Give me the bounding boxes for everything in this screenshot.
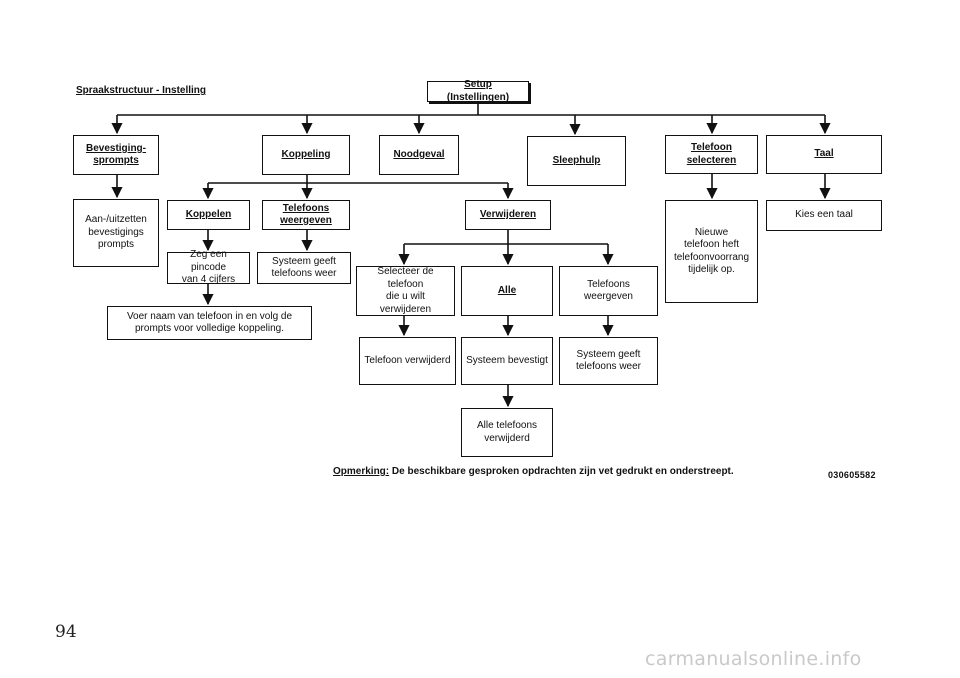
box-noodgeval: Noodgeval <box>379 135 459 175</box>
figure-code: 030605582 <box>828 470 876 480</box>
watermark: carmanualsonline.info <box>645 648 862 670</box>
box-telefoons-weergeven-2: Telefoons weergeven <box>559 266 658 316</box>
box-setup-root: Setup (Instellingen) <box>427 79 529 103</box>
footnote-text: De beschikbare gesproken opdrachten zijn… <box>389 466 734 477</box>
box-sleephulp: Sleephulp <box>527 136 626 186</box>
box-verwijderen: Verwijderen <box>465 200 551 230</box>
box-telefoons-weergeven-1: Telefoons weergeven <box>262 200 350 230</box>
box-kies-taal: Kies een taal <box>766 200 882 231</box>
box-zeg-pincode: Zeg een pincode van 4 cijfers <box>167 249 250 285</box>
box-koppelen: Koppelen <box>167 200 250 230</box>
box-selecteer-telefoon: Selecteer de telefoon die u wilt verwijd… <box>356 266 455 316</box>
box-telefoon-selecteren: Telefoon selecteren <box>665 135 758 174</box>
box-systeem-bevestigt: Systeem bevestigt <box>461 337 553 385</box>
box-koppeling: Koppeling <box>262 135 350 175</box>
box-bevestiging: Bevestiging- sprompts <box>73 135 159 175</box>
page-number: 94 <box>55 622 77 642</box>
box-systeem-geeft-1: Systeem geeft telefoons weer <box>257 252 351 284</box>
box-telefoon-verwijderd: Telefoon verwijderd <box>359 337 456 385</box>
footnote-label: Opmerking: <box>333 466 390 477</box>
box-taal: Taal <box>766 135 882 174</box>
box-aan-uitzetten: Aan-/uitzetten bevestigings prompts <box>73 199 159 267</box>
footnote: Opmerking: De beschikbare gesproken opdr… <box>333 466 734 477</box>
box-alle: Alle <box>461 266 553 316</box>
diagram-title: Spraakstructuur - Instelling <box>76 85 207 96</box>
box-alle-verwijderd: Alle telefoons verwijderd <box>461 408 553 457</box>
box-systeem-geeft-2: Systeem geeft telefoons weer <box>559 337 658 385</box>
box-nieuwe-telefoon: Nieuwe telefoon heft telefoonvoorrang ti… <box>665 200 758 303</box>
box-voer-naam: Voer naam van telefoon in en volg de pro… <box>107 306 312 340</box>
